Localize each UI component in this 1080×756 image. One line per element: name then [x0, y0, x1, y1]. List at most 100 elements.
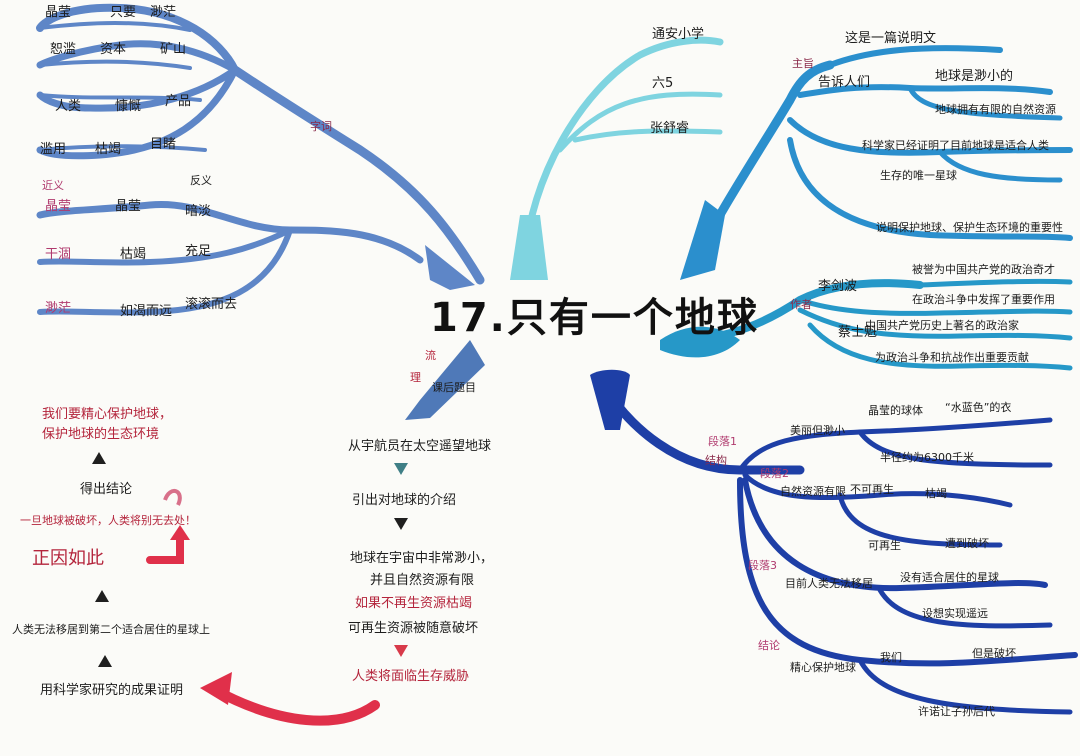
topic-7: 说明保护地球、保护生态环境的重要性: [876, 221, 1063, 234]
pair1-a: 晶莹: [45, 199, 72, 214]
flow-mid-arrow-2: [394, 518, 408, 530]
word-r4-c3: 目睹: [150, 137, 177, 152]
label-words: 字词: [310, 120, 332, 133]
info-school: 通安小学: [652, 27, 705, 42]
word-r3-c1: 人类: [55, 99, 82, 114]
flow-mid-5: 如果不再生资源枯竭: [355, 596, 473, 611]
flow-mid-arrow-1: [394, 463, 408, 475]
flow-mid-6: 可再生资源被随意破坏: [348, 621, 479, 636]
tag-antonym: 反义: [190, 174, 212, 187]
author-info-4: 为政治斗争和抗战作出重要贡献: [875, 351, 1029, 364]
author-name-2: 蔡士魁: [838, 325, 878, 340]
pair2-a: 干涸: [45, 247, 72, 262]
reading-3: 课后题目: [432, 381, 476, 394]
tag-synonym: 近义: [42, 179, 64, 192]
red-swoosh-arrow: [210, 685, 380, 726]
topic-5: 科学家已经证明了目前地球是适合人类: [862, 139, 1049, 152]
word-r2-c1: 恕滥: [50, 42, 77, 57]
structure-ribbon-end: [590, 369, 630, 430]
pair1-c: 暗淡: [185, 204, 212, 219]
info-class: 六5: [652, 76, 674, 91]
label-topic: 主旨: [792, 57, 814, 70]
page-title: 17.只有一个地球: [430, 295, 759, 341]
struct-16: 许诺让子孙后代: [918, 705, 995, 718]
word-r4-c2: 枯竭: [95, 142, 122, 157]
topic-4: 地球拥有有限的自然资源: [935, 103, 1056, 116]
topic-3: 地球是渺小的: [935, 69, 1014, 84]
reading-2: 理: [410, 371, 421, 384]
flow-mid-1: 从宇航员在太空遥望地球: [348, 439, 492, 454]
pair3-a: 渺茫: [45, 301, 72, 316]
flow-left-2: 人类无法移居到第二个适合居住的星球上: [12, 623, 210, 636]
reading-ribbon: [405, 340, 485, 420]
red-hook-head: [170, 525, 190, 540]
word-r4-c1: 滥用: [40, 142, 67, 157]
topic-6: 生存的唯一星球: [880, 169, 957, 182]
flow-left-arrow-1: [98, 655, 112, 667]
struct-1: 美丽但渺小: [790, 424, 845, 437]
struct-11: 没有适合居住的星球: [900, 571, 999, 584]
topic-ribbon-end: [680, 200, 725, 280]
authors-ribbon-end: [660, 326, 740, 358]
struct-13: 精心保护地球: [790, 661, 856, 674]
word-r1-c3: 渺茫: [150, 5, 177, 20]
struct-9: 遭到破坏: [945, 537, 989, 550]
pair3-c: 滚滚而去: [185, 297, 238, 312]
topic-2: 告诉人们: [818, 75, 871, 90]
author-info-1: 被誉为中国共产党的政治奇才: [912, 263, 1055, 276]
flow-left-6: 我们要精心保护地球，: [42, 407, 173, 422]
label-authors: 作者: [790, 298, 812, 311]
flow-left-arrow-3: [92, 452, 106, 464]
struct-14: 我们: [880, 651, 902, 664]
flow-mid-4: 并且自然资源有限: [370, 573, 475, 588]
struct-8: 可再生: [868, 539, 901, 552]
words-ribbon-end: [425, 245, 475, 290]
branch-structure: [595, 375, 1078, 715]
branch-info: [521, 36, 724, 264]
word-r3-c2: 慷慨: [115, 99, 142, 114]
word-r2-c2: 资本: [100, 42, 127, 57]
info-ribbon-end: [510, 215, 548, 280]
flow-left-arrow-2: [95, 590, 109, 602]
reading-1: 流: [425, 349, 436, 362]
red-swoosh-head: [200, 672, 232, 705]
flow-left-3: 正因如此: [32, 548, 104, 569]
topic-1: 这是一篇说明文: [845, 31, 937, 46]
author-name-1: 李剑波: [818, 279, 858, 294]
struct-12: 设想实现遥远: [922, 607, 988, 620]
author-info-2: 在政治斗争中发挥了重要作用: [912, 293, 1055, 306]
struct-2: 晶莹的球体: [868, 404, 923, 417]
author-info-3: 中国共产党历史上著名的政治家: [865, 319, 1019, 332]
struct-15: 但是破坏: [972, 647, 1016, 660]
struct-10: 目前人类无法移居: [785, 577, 873, 590]
struct-3: “水蓝色”的衣: [945, 401, 1012, 414]
flow-left-1: 用科学家研究的成果证明: [40, 683, 184, 698]
pink-curve-arrow: [163, 489, 182, 506]
flow-mid-2: 引出对地球的介绍: [352, 493, 457, 508]
struct-6: 不可再生: [850, 483, 894, 496]
word-r1-c1: 晶莹: [45, 5, 72, 20]
word-r3-c3: 产品: [165, 94, 192, 109]
pair1-b: 晶莹: [115, 199, 142, 214]
pair2-c: 充足: [185, 244, 212, 259]
pair3-b: 如渴而远: [120, 304, 173, 319]
struct-5: 自然资源有限: [780, 485, 846, 498]
pair2-b: 枯竭: [120, 247, 147, 262]
label-structure: 结构: [705, 454, 727, 467]
struct-7: 枯竭: [925, 487, 947, 500]
branch-words: [36, 3, 485, 316]
flow-mid-3: 地球在宇宙中非常渺小，: [350, 551, 494, 566]
struct-marker-1: 段落1: [708, 435, 737, 448]
info-author: 张舒睿: [650, 121, 690, 136]
struct-marker-3: 段落3: [748, 559, 777, 572]
word-r1-c2: 只要: [110, 5, 137, 20]
flow-left-4: 一旦地球被破坏，人类将别无去处！: [20, 514, 196, 527]
red-hook-arrow: [146, 531, 184, 564]
flow-left-7: 保护地球的生态环境: [42, 427, 160, 442]
flow-left-5: 得出结论: [80, 482, 133, 497]
word-r2-c3: 矿山: [160, 42, 187, 57]
flow-mid-arrow-3: [394, 645, 408, 657]
struct-4: 半径约为6300千米: [880, 451, 974, 464]
struct-marker-4: 结论: [758, 639, 780, 652]
